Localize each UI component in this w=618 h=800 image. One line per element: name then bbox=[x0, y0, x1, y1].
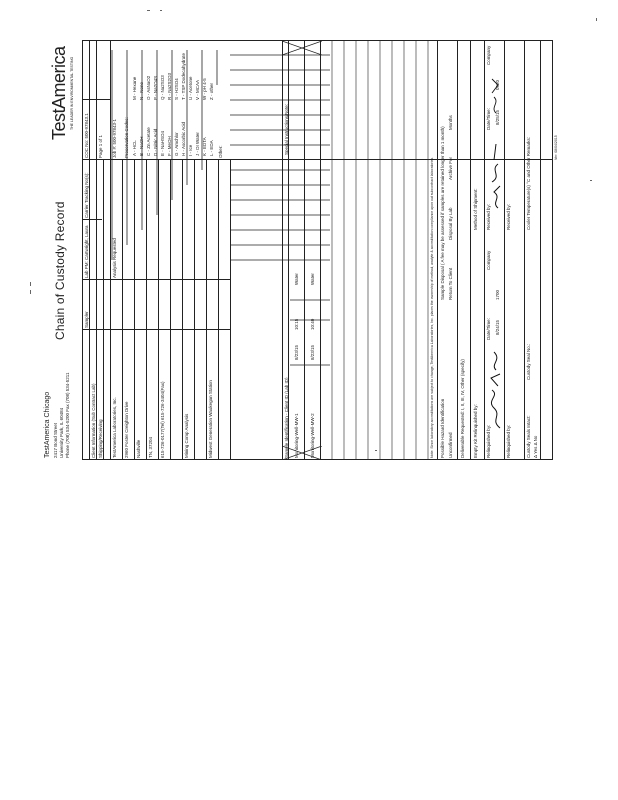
possible-hazard: Possible Hazard Identification bbox=[440, 398, 445, 458]
row-line bbox=[504, 40, 505, 460]
footer-version: Ver: 08/04/2015 bbox=[554, 135, 558, 160]
yes-no: Δ Yes Δ No bbox=[533, 435, 538, 458]
lab-phone: Phone (708) 534-5200 Fax (708) 534-5211 bbox=[65, 372, 70, 458]
brand-logo: TestAmerica bbox=[49, 46, 69, 140]
sample-disposal: Sample Disposal ( A fee may be assessed … bbox=[440, 126, 445, 300]
company-1: Company bbox=[486, 250, 491, 270]
row-line bbox=[96, 40, 97, 460]
return-to-client: Return To Client bbox=[448, 267, 453, 300]
scan-speck bbox=[147, 10, 150, 11]
received-date-scribble bbox=[491, 78, 499, 114]
archive-for: Archive For bbox=[448, 156, 453, 180]
deliverable-requested: Deliverable Requested: I, II, III, IV, O… bbox=[460, 359, 465, 458]
disposal-by-lab: Disposal By Lab bbox=[448, 207, 453, 240]
scan-speck bbox=[590, 180, 592, 181]
row-line bbox=[524, 40, 525, 460]
custody-seals: Custody Seals Intact: bbox=[526, 415, 531, 458]
frame-bottom bbox=[552, 40, 553, 460]
row-line bbox=[470, 40, 471, 460]
relinquished-by-2: Relinquished by: bbox=[506, 424, 511, 458]
row-line bbox=[437, 40, 438, 460]
lab-pm: Lab PM: Cartwright, Laura bbox=[84, 225, 89, 278]
row-line bbox=[540, 40, 541, 460]
col-line bbox=[82, 219, 102, 220]
row-line bbox=[89, 40, 90, 460]
form-title: Chain of Custody Record bbox=[53, 201, 67, 340]
special-instructions: Special Instructions/Note: bbox=[284, 103, 289, 155]
scan-speck bbox=[596, 18, 597, 21]
sampler-label: Sampler bbox=[84, 311, 89, 328]
analysis-columns bbox=[230, 54, 330, 366]
scan-speck bbox=[375, 450, 377, 451]
row-line bbox=[484, 40, 485, 460]
carrier-tracking: Carrier Tracking No(s): bbox=[84, 172, 89, 218]
relinquished-signature bbox=[490, 351, 501, 429]
scan-speck bbox=[30, 290, 31, 294]
chain-of-custody-form: TestAmerica Chicago 2417 Bond Street Uni… bbox=[42, 40, 577, 460]
x-mark-left bbox=[282, 446, 322, 460]
custody-seal-no: Custody Seal No.: bbox=[526, 343, 531, 380]
method-of-shipment: Method of Shipment: bbox=[473, 188, 478, 230]
unconfirmed: Unconfirmed bbox=[448, 432, 453, 458]
brand-tagline: THE LEADER IN ENVIRONMENTAL TESTING bbox=[70, 56, 74, 130]
empty-kit: Empty Kit Relinquished by: bbox=[473, 404, 478, 458]
received-signature bbox=[491, 143, 501, 209]
coc-no: COC No: 500-97843.1 bbox=[84, 113, 89, 158]
scan-speck bbox=[160, 10, 162, 11]
cooler-temp: Cooler Temperature(s) °C and Other Remar… bbox=[526, 137, 531, 230]
lab-address-1: 2417 Bond Street bbox=[53, 422, 58, 458]
received-by-2: Received by: bbox=[506, 203, 511, 230]
lab-name: TestAmerica Chicago bbox=[44, 391, 51, 458]
lab-address-2: University Park, IL 60484 bbox=[59, 407, 64, 458]
frame-top bbox=[82, 40, 83, 460]
empty-sample-rows bbox=[331, 40, 429, 460]
analysis-list-lines bbox=[111, 50, 218, 260]
client-header: Client Information (Sub Contract Lab) bbox=[91, 383, 96, 458]
footer-note: Note: Since laboratory accreditations ar… bbox=[430, 156, 434, 458]
company-2: Company bbox=[486, 45, 491, 65]
reltime-1: 1700 bbox=[495, 289, 500, 300]
x-mark-right bbox=[282, 41, 322, 55]
row-line bbox=[457, 40, 458, 460]
months: Months bbox=[448, 115, 453, 130]
date-time-1: Date/Time: bbox=[486, 318, 491, 340]
scan-speck bbox=[30, 282, 31, 286]
reldate-1: 8/24/15 bbox=[495, 319, 500, 335]
